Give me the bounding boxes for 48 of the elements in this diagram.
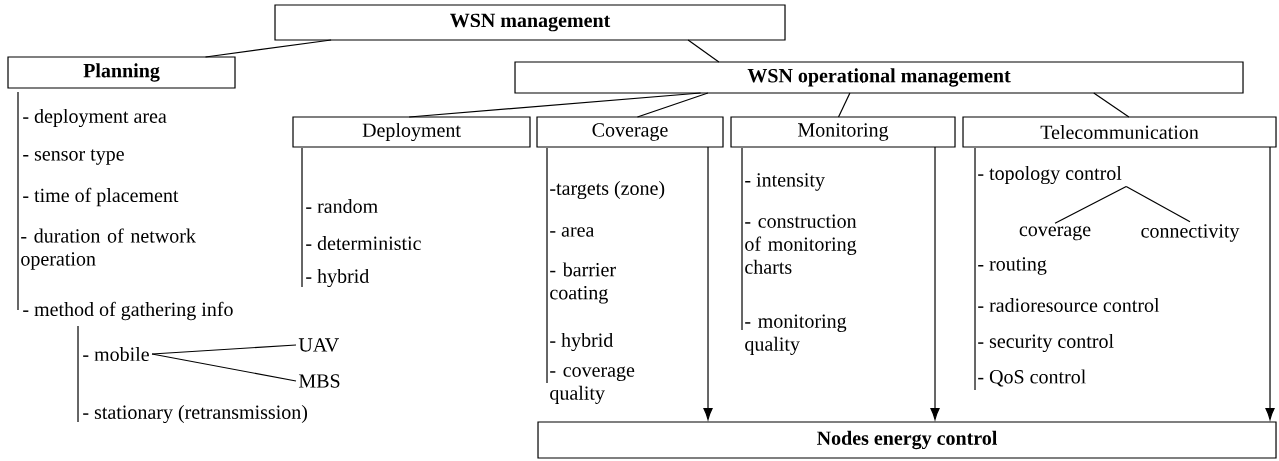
- connector-line: [687, 39, 720, 63]
- connector-line: [151, 353, 297, 382]
- connector-line: [151, 344, 297, 355]
- item-text: connectivity: [1141, 224, 1240, 242]
- item-text: - mobile: [83, 346, 149, 362]
- item-text: - radioresource control: [978, 297, 1160, 313]
- item-text: - barrier coating: [550, 262, 616, 304]
- item-text: - hybrid: [306, 268, 370, 288]
- connector-line: [1265, 146, 1275, 421]
- item-text: - deployment area: [23, 108, 167, 128]
- category-box: Telecommunication: [962, 116, 1277, 148]
- item-text: - monitoring quality: [745, 314, 847, 355]
- item-text: - deterministic: [306, 235, 421, 251]
- item-text: - security control: [978, 333, 1114, 353]
- category-box: Monitoring: [730, 116, 956, 148]
- connector-line: [1054, 185, 1127, 224]
- item-text: - sensor type: [23, 149, 124, 165]
- item-text: - construction of monitoring charts: [745, 214, 857, 274]
- connector-line: [1093, 92, 1130, 118]
- item-text: - time of placement: [23, 187, 179, 207]
- item-text: - hybrid: [550, 332, 614, 352]
- title-box: Nodes energy control: [537, 421, 1277, 459]
- item-text: - method of gathering info: [23, 301, 233, 321]
- item-text: UAV: [298, 338, 339, 352]
- connector-line: [204, 39, 332, 58]
- category-box: Planning: [7, 56, 236, 89]
- item-text: - random: [306, 198, 378, 214]
- connector-line: [1125, 185, 1191, 223]
- item-text: - topology control: [978, 165, 1122, 185]
- item-text: - routing: [978, 257, 1047, 275]
- connector-line: [837, 92, 851, 118]
- item-text: - QoS control: [978, 369, 1086, 387]
- category-box: Coverage: [536, 116, 724, 148]
- connector-line: [636, 92, 709, 118]
- item-text: - duration of network operation: [21, 228, 196, 270]
- connector-line: [930, 146, 940, 421]
- item-text: - stationary (retransmission): [83, 404, 308, 424]
- connector-line: [408, 92, 702, 118]
- category-box: WSN operational management: [514, 61, 1244, 94]
- connector-line: [703, 146, 713, 421]
- item-text: MBS: [298, 374, 340, 388]
- item-text: - area: [550, 227, 595, 237]
- title-box: WSN management: [274, 4, 786, 41]
- item-text: -targets (zone): [550, 180, 665, 200]
- item-text: coverage: [1019, 225, 1091, 241]
- item-text: - intensity: [745, 173, 825, 191]
- category-box: Deployment: [292, 116, 531, 148]
- item-text: - coverage quality: [550, 366, 635, 404]
